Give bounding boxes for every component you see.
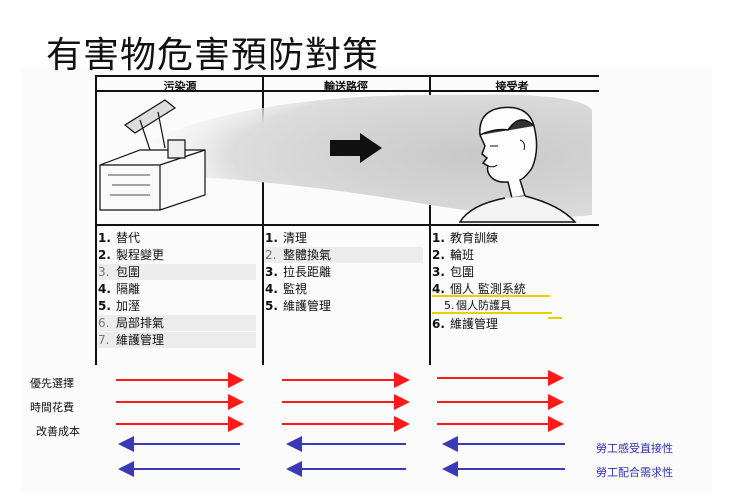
receiver-item-1: 1.教育訓練 [432,231,499,245]
path-item-3: 3.拉長距離 [265,265,332,279]
source-item-2: 2.製程變更 [98,248,165,262]
source-item-4: 4.隔離 [98,282,141,296]
column-divider-1 [262,75,264,365]
path-item-4: 4.監視 [265,282,308,296]
column-left-border [95,75,97,365]
source-item-1: 1.替代 [98,231,141,245]
label-worker-cooperation: 勞工配合需求性 [596,466,673,479]
label-worker-perception: 勞工感受直接性 [596,442,673,455]
receiver-item-2: 2.輪班 [432,248,475,262]
receiver-item-5: 5.個人防護具 [444,299,511,312]
path-item-5: 5.維護管理 [265,299,332,313]
source-item-6: 6.局部排氣 [98,315,256,331]
page-title: 有害物危害預防對策 [46,35,380,76]
receiver-item-4: 4.個人 監測系統 [432,282,526,296]
column-header-source: 污染源 [163,80,197,93]
header-bottom-line [95,90,599,92]
label-improvement-cost: 改善成本 [36,425,80,438]
label-priority: 優先選擇 [30,377,74,390]
column-header-receiver: 接受者 [495,80,529,93]
column-divider-2 [429,75,431,365]
column-header-path: 輸送路徑 [324,80,368,93]
source-item-3: 3.包圍 [98,264,256,280]
path-item-1: 1.清理 [265,231,308,245]
source-item-7: 7.維護管理 [98,332,256,348]
transfer-arrow-icon [330,133,382,163]
header-top-line [95,75,599,77]
path-item-2: 2.整體換氣 [265,247,423,263]
worker-head-icon [458,106,577,223]
label-time-cost: 時間花費 [30,401,74,414]
receiver-item-3: 3.包圍 [432,265,475,279]
table-divider-line [95,224,599,226]
source-item-5: 5.加溼 [98,299,141,313]
source-tank-icon [99,99,206,211]
receiver-item-6: 6.維護管理 [432,317,499,331]
